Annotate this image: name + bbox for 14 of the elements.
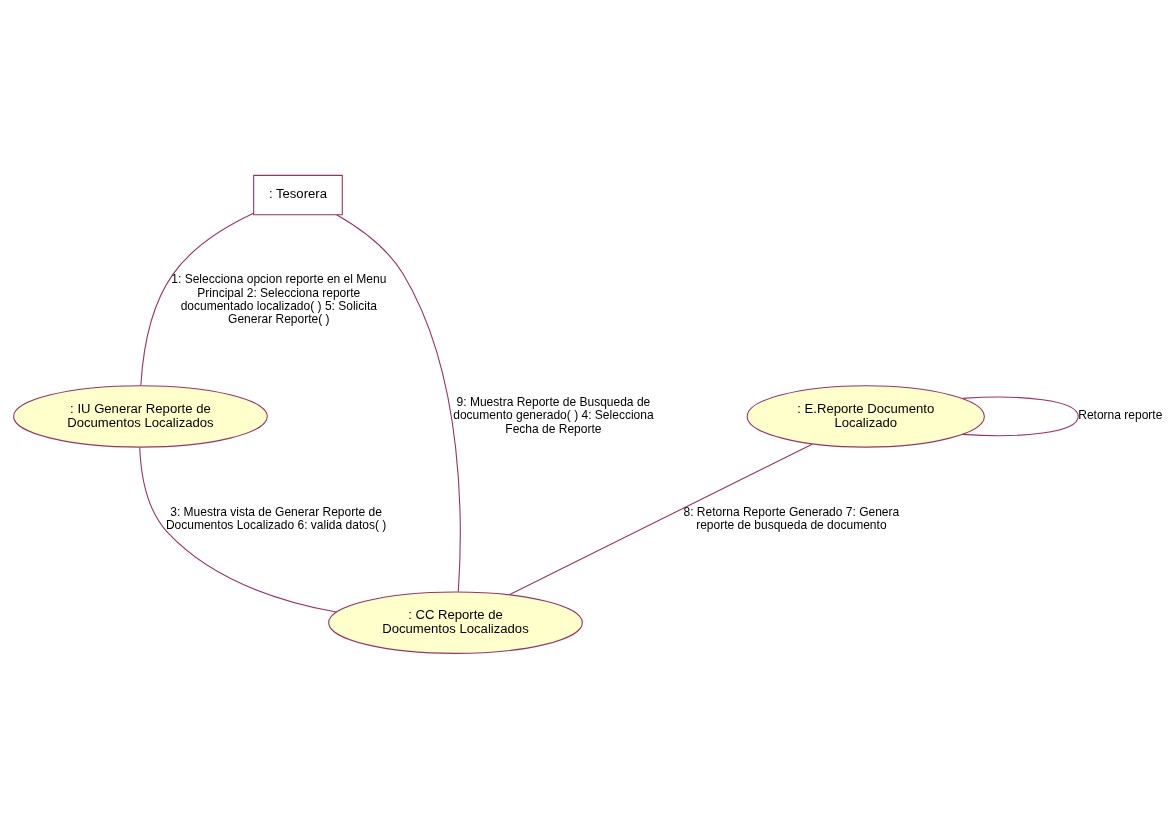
connector bbox=[336, 213, 461, 592]
node-box: : Tesorera bbox=[253, 174, 343, 215]
edge-label: 8: Retorna Reporte Generado 7: Genera reporte de busqueda de documento bbox=[683, 504, 900, 532]
connector bbox=[140, 212, 255, 386]
edge-label: 9: Muestra Reporte de Busqueda de documento generado( ) 4: Selecciona Fecha de Reporte bbox=[453, 394, 654, 436]
edge-label: Retorna reporte bbox=[1078, 407, 1163, 422]
edge-label: 3: Muestra vista de Generar Reporte de Documentos Localizado 6: valida datos( ) bbox=[165, 504, 387, 532]
connector bbox=[139, 446, 337, 613]
node-ellipse: : E.Reporte Documento Localizado bbox=[746, 384, 985, 448]
connector bbox=[961, 396, 1079, 436]
connector bbox=[509, 443, 813, 595]
edge-label: 1: Selecciona opcion reporte en el Menu Principal 2: Selecciona reporte documentado localizado( ) 5: Solicita Generar Reporte( ) bbox=[171, 271, 387, 326]
node-ellipse: : CC Reporte de Documentos Localizados bbox=[328, 590, 583, 654]
node-ellipse: : IU Generar Reporte de Documentos Localizados bbox=[13, 384, 268, 448]
